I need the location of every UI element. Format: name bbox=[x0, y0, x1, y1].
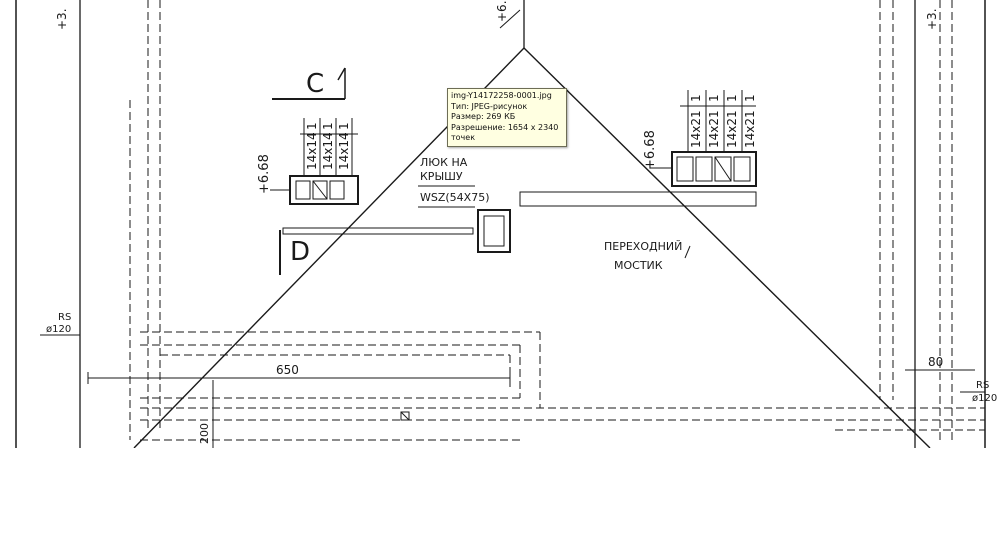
file-info-tooltip: img-Y14172258-0001.jpg Тип: JPEG-рисунок… bbox=[447, 88, 567, 147]
level-label: +6. bbox=[495, 0, 509, 22]
diameter-label: ø120 bbox=[46, 324, 71, 335]
table-cell: 14x21 bbox=[743, 110, 757, 148]
table-count: 1 bbox=[689, 94, 703, 102]
tooltip-resolution: Разрешение: 1654 x 2340 bbox=[451, 122, 559, 132]
hatch-label: КРЫШУ bbox=[420, 170, 463, 183]
hatch-size-label: WSZ(54X75) bbox=[420, 191, 490, 204]
level-label: +3. bbox=[55, 8, 69, 30]
table-cell: 14x14 bbox=[321, 132, 335, 170]
tooltip-size: Размер: 269 КБ bbox=[451, 112, 516, 121]
table-cell: 14x21 bbox=[725, 110, 739, 148]
hatch-label: ЛЮК НА bbox=[420, 156, 468, 169]
table-count: 1 bbox=[337, 122, 351, 130]
left-window-table: 14x14 14x14 14x14 1 1 1 bbox=[289, 118, 359, 205]
dimension-label: 200 bbox=[198, 423, 211, 444]
table-count: 1 bbox=[321, 122, 335, 130]
tooltip-filename: img-Y14172258-0001.jpg bbox=[451, 91, 552, 100]
table-count: 1 bbox=[305, 122, 319, 130]
table-count: 1 bbox=[743, 94, 757, 102]
table-cell: 14x14 bbox=[305, 132, 319, 170]
right-window-table: 14x21 14x21 14x21 14x21 1 1 1 1 bbox=[671, 90, 757, 187]
tooltip-type: Тип: JPEG-рисунок bbox=[451, 101, 528, 111]
diameter-label: ø120 bbox=[972, 393, 997, 404]
table-cell: 14x21 bbox=[689, 110, 703, 148]
table-count: 1 bbox=[725, 94, 739, 102]
rs-label: RS bbox=[976, 380, 989, 391]
rs-label: RS bbox=[58, 312, 71, 323]
section-d-label: D bbox=[290, 237, 310, 267]
table-cell: 14x14 bbox=[337, 132, 351, 170]
blueprint-drawing: 14x14 14x14 14x14 1 1 1 14x21 14x21 14x2… bbox=[15, 0, 998, 449]
dimension-label: 650 bbox=[276, 363, 299, 377]
level-label: +3. bbox=[925, 8, 939, 30]
section-c-label: C bbox=[306, 69, 324, 99]
level-label: +6.68 bbox=[643, 130, 658, 170]
tooltip-resolution-unit: точек bbox=[451, 133, 476, 142]
table-count: 1 bbox=[707, 94, 721, 102]
bridge-label: ПЕРЕХОДНИЙ bbox=[604, 240, 682, 253]
table-cell: 14x21 bbox=[707, 110, 721, 148]
roof-ridge-right bbox=[523, 47, 931, 449]
level-label: +6.68 bbox=[257, 154, 272, 194]
bridge-label: МОСТИК bbox=[614, 259, 663, 272]
dimension-label: 80 bbox=[928, 355, 943, 369]
